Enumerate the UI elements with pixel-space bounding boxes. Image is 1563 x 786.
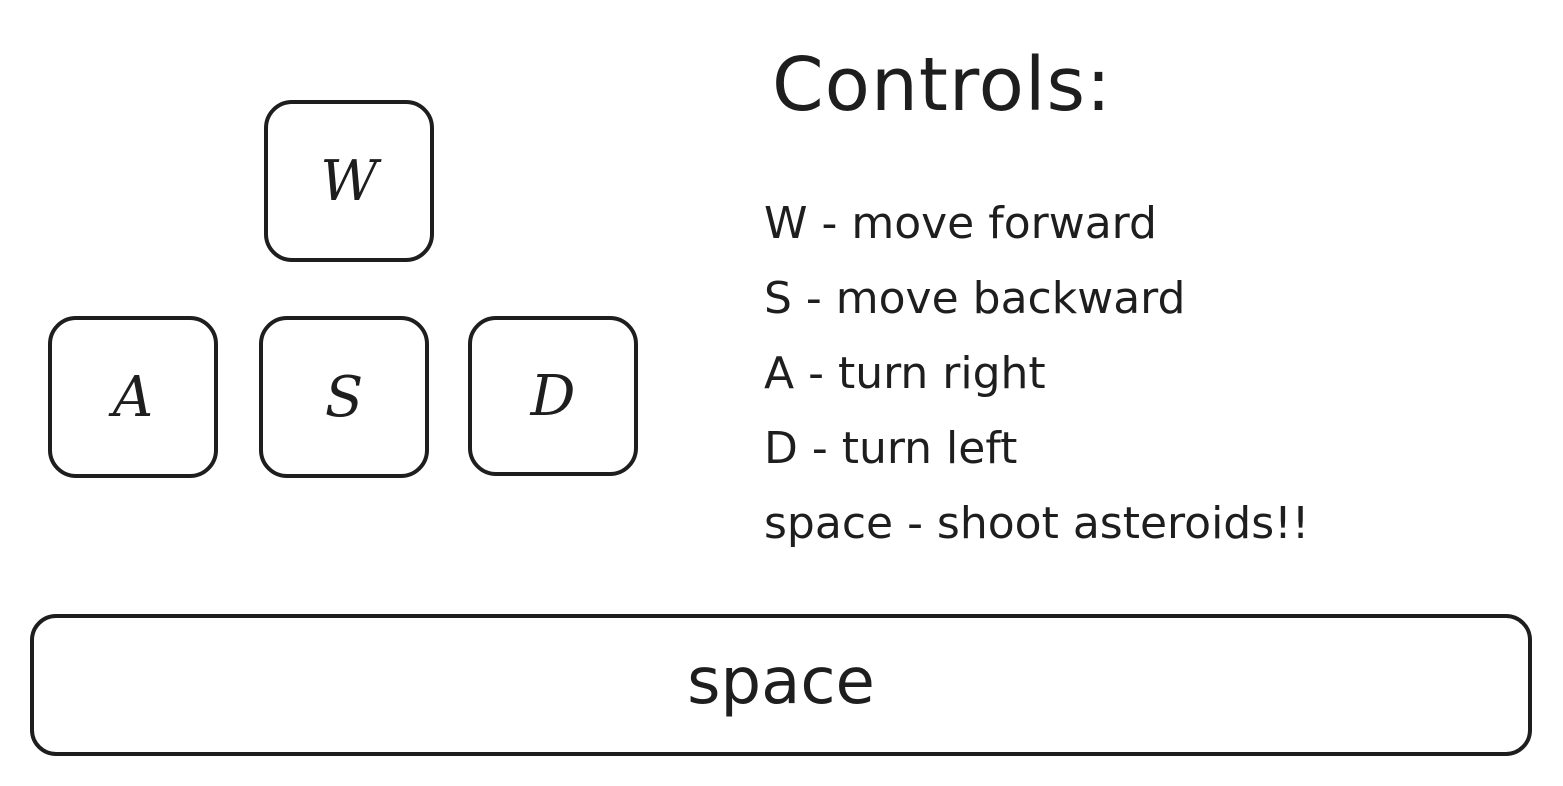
a-key[interactable]: A (48, 316, 218, 478)
control-item-a: A - turn right (764, 348, 1046, 399)
s-key[interactable]: S (259, 316, 429, 478)
d-key[interactable]: D (468, 316, 638, 476)
controls-title: Controls: (772, 42, 1112, 128)
controls-list: W - move forward S - move backward A - t… (764, 186, 1309, 561)
control-item-d: D - turn left (764, 423, 1018, 474)
space-key[interactable]: space (30, 614, 1532, 756)
control-item-space: space - shoot asteroids!! (764, 498, 1310, 549)
control-item-w: W - move forward (764, 198, 1157, 249)
w-key[interactable]: W (264, 100, 434, 262)
control-item-s: S - move backward (764, 273, 1186, 324)
